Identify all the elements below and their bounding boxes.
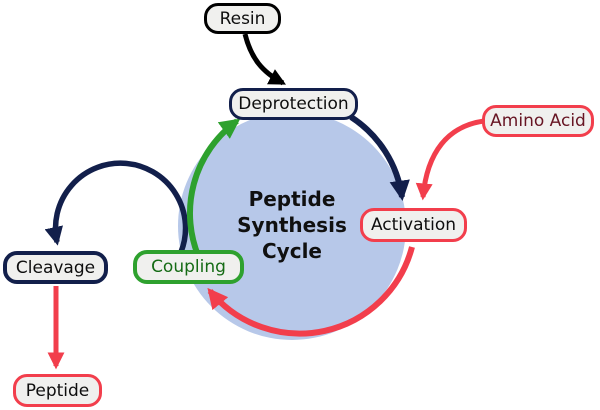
node-resin-label: Resin (219, 8, 266, 29)
node-deprotection: Deprotection (229, 88, 358, 120)
node-peptide: Peptide (13, 374, 102, 407)
node-deprotection-label: Deprotection (238, 94, 349, 114)
arrow-deprotection-to-activation (349, 114, 410, 202)
arrow-coupling-to-deprotection (187, 118, 241, 262)
node-cleavage-label: Cleavage (15, 257, 96, 278)
node-activation-label: Activation (370, 215, 457, 235)
node-amino-acid-label: Amino Acid (490, 111, 586, 131)
arrow-coupling-to-cleavage (44, 160, 189, 254)
arrow-resin-to-deprotection (242, 33, 287, 86)
node-cleavage: Cleavage (3, 251, 108, 284)
node-peptide-label: Peptide (25, 380, 90, 401)
cycle-title: Peptide Synthesis Cycle (237, 187, 347, 263)
node-resin: Resin (204, 3, 281, 34)
node-activation: Activation (360, 208, 467, 242)
node-coupling-label: Coupling (151, 257, 226, 277)
arrow-activation-to-coupling (207, 246, 415, 337)
node-coupling: Coupling (133, 250, 244, 284)
arrow-amino-acid-to-activation (415, 118, 485, 201)
node-amino-acid: Amino Acid (482, 105, 594, 137)
